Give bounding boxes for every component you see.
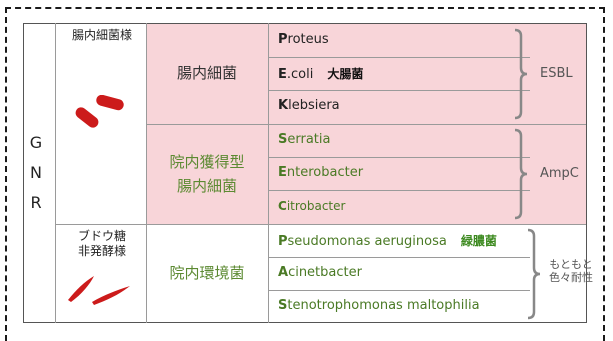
organism-japanese-name: 緑膿菌 — [460, 234, 497, 248]
organism-row: Enterobacter — [278, 165, 364, 180]
rod-shape — [68, 276, 94, 302]
resistance-bracket — [527, 228, 541, 320]
rod-shape — [75, 107, 99, 128]
hospital-enteric-category-bg — [146, 124, 530, 224]
organism-row: Acinetbacter — [278, 265, 362, 280]
group-label-nonfermenter: ブドウ糖 非発酵様 — [77, 229, 126, 258]
tag-column-bg-top — [530, 23, 586, 224]
gnr-letter-n: N — [30, 163, 42, 182]
enteric-category-bg — [146, 23, 530, 124]
organism-row: Klebsiera — [278, 98, 340, 113]
category-label-hospital-environment: 院内環境菌 — [169, 264, 245, 282]
tag-ampc: AmpC — [540, 166, 579, 181]
tag-intrinsic-resistance: もともと 色々耐性 — [549, 258, 593, 284]
organism-row: Serratia — [278, 132, 331, 147]
esbl-bracket — [514, 28, 528, 120]
tag-esbl: ESBL — [540, 66, 573, 81]
nonfermenter-rods-illustration — [68, 276, 130, 305]
organism-japanese-name: 大腸菌 — [327, 67, 364, 81]
rod-shape — [96, 95, 124, 111]
group-label-enteric-like: 腸内細菌様 — [71, 28, 132, 42]
organism-row: Citrobacter — [278, 199, 346, 213]
organism-row: Stenotrophomonas maltophilia — [278, 298, 480, 313]
category-label-hospital-enteric: 院内獲得型 腸内細菌 — [169, 153, 245, 195]
enteric-rods-illustration — [75, 95, 124, 128]
rod-shape — [92, 286, 130, 305]
gnr-letter-g: G — [29, 133, 43, 152]
dashed-frame — [5, 7, 605, 341]
gnr-letter-r: R — [30, 193, 42, 212]
ampc-bracket — [514, 128, 528, 220]
organism-row: Proteus — [278, 32, 329, 47]
category-label-enteric: 腸内細菌 — [176, 64, 237, 82]
